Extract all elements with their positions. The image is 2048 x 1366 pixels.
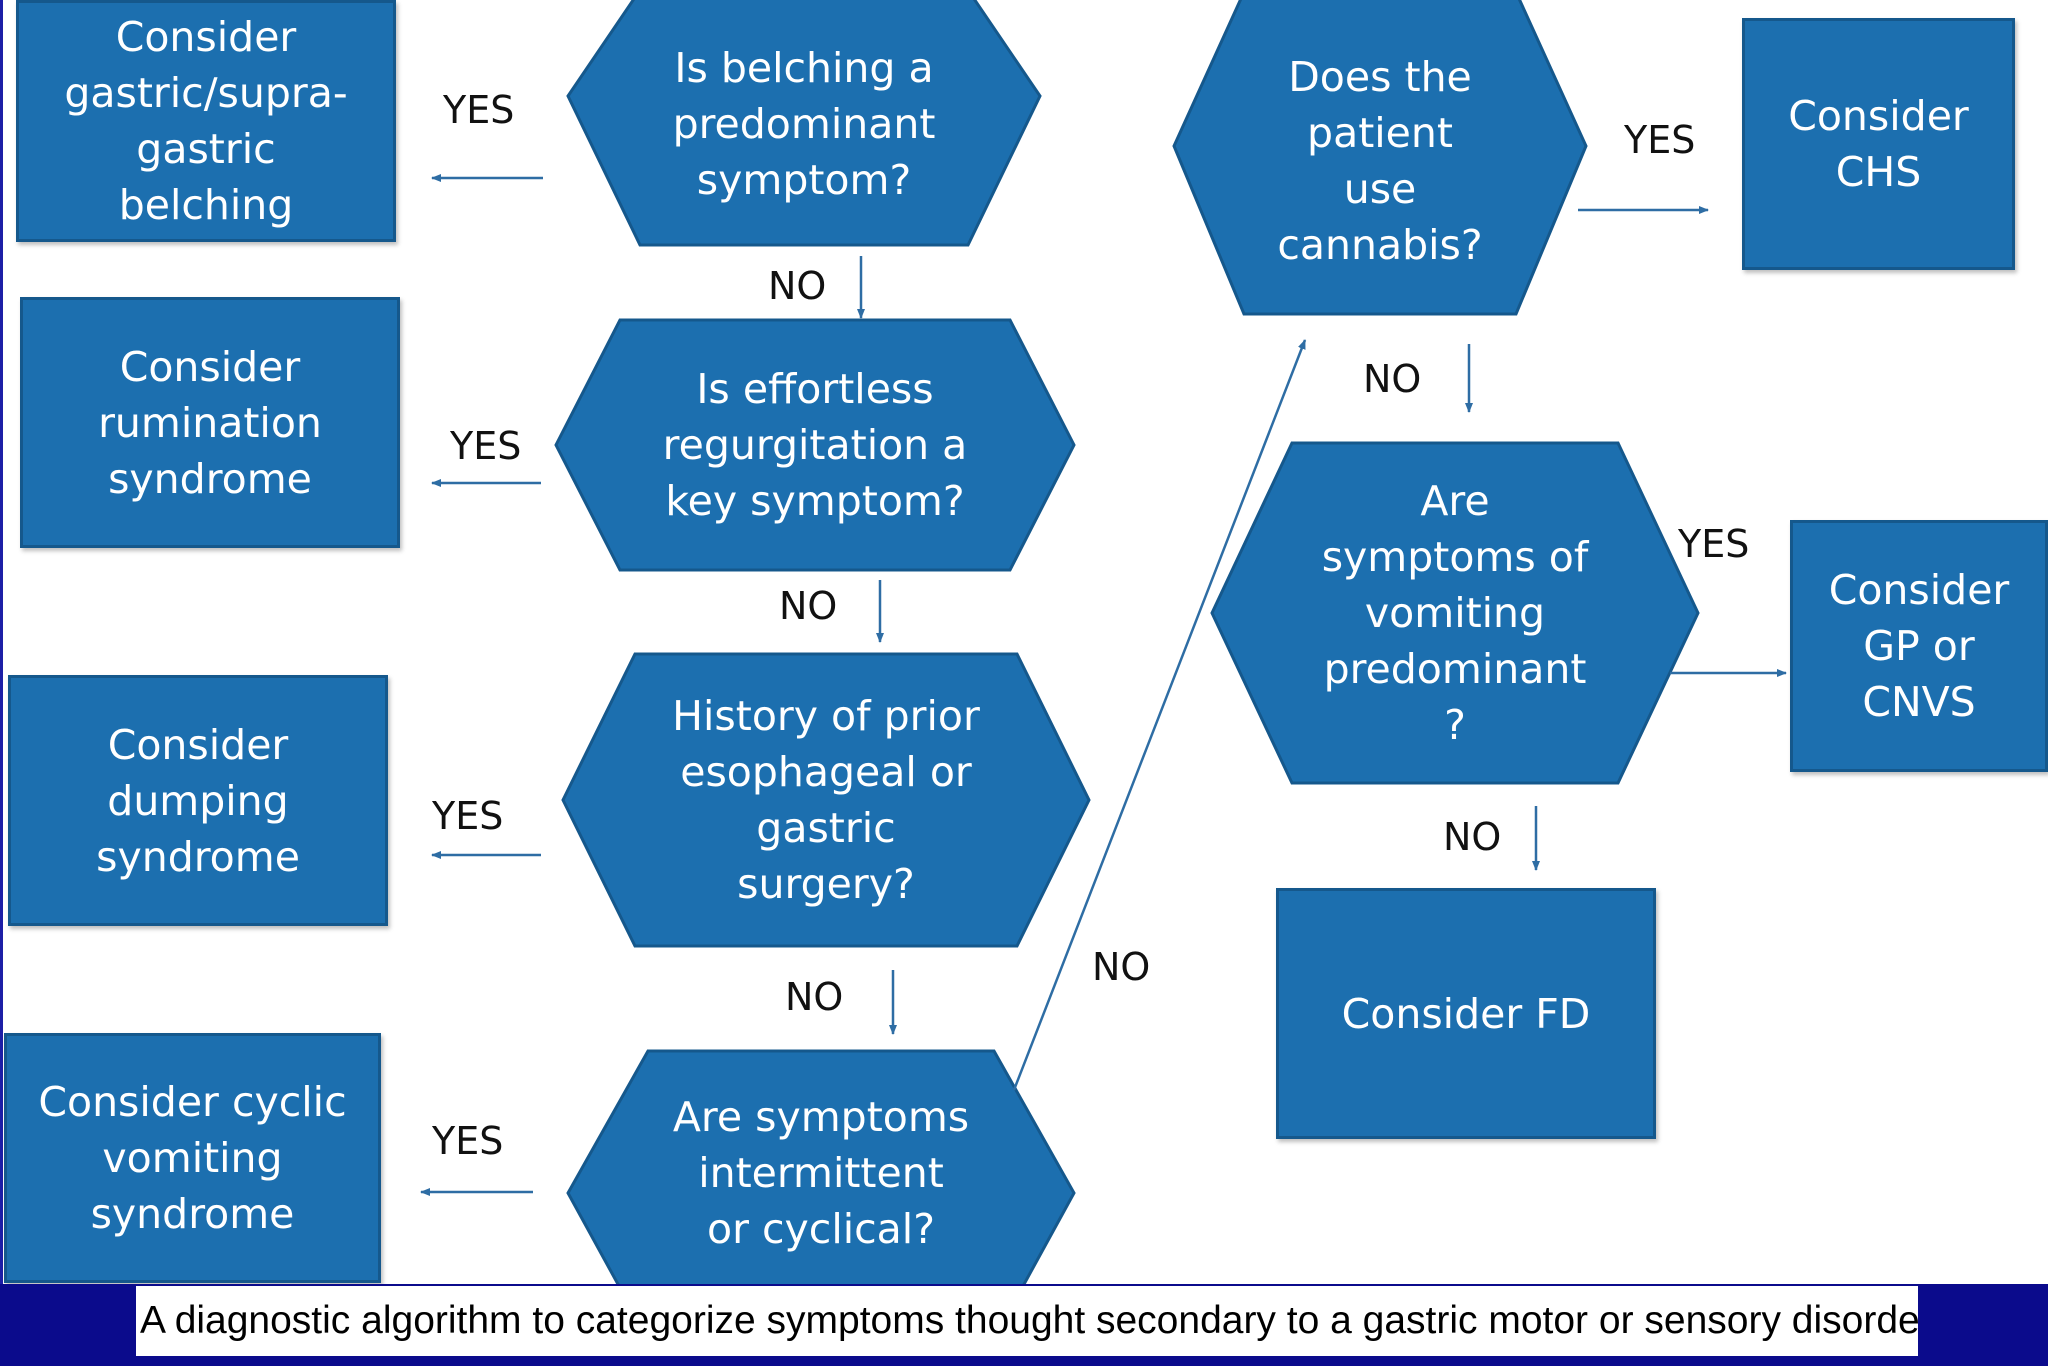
decision-surgery: History of prior esophageal or gastric s… <box>561 652 1091 948</box>
outcome-chs: Consider CHS <box>1742 18 2015 270</box>
decision-intermittent: Are symptoms intermittent or cyclical? <box>566 1049 1076 1341</box>
outcome-cyclic-vomiting: Consider cyclic vomiting syndrome <box>4 1033 381 1283</box>
hexagon-shape <box>1172 0 1588 316</box>
hexagon-shape <box>554 318 1076 572</box>
label-yes-belching: YES <box>443 88 515 132</box>
hexagon-shape <box>561 652 1091 948</box>
decision-cannabis: Does the patient use cannabis? <box>1172 0 1588 316</box>
label-no-cannabis: NO <box>1363 357 1422 401</box>
label-yes-gp-cnvs: YES <box>1678 522 1750 566</box>
decision-cannabis-text: Does the patient use cannabis? <box>1277 53 1483 269</box>
label-no-3: NO <box>785 975 844 1019</box>
left-border <box>0 0 3 1290</box>
decision-surgery-text: History of prior esophageal or gastric s… <box>672 692 980 908</box>
decision-regurgitation-text: Is effortless regurgitation a key sympto… <box>662 365 968 525</box>
outcome-gp-cnvs: Consider GP or CNVS <box>1790 520 2048 772</box>
label-yes-cyclic: YES <box>432 1119 504 1163</box>
decision-vomiting-text: Are symptoms of vomiting predominant ? <box>1321 477 1589 749</box>
label-no-2: NO <box>779 584 838 628</box>
arrow-no-intermittent-to-cannabis <box>1012 339 1307 1091</box>
outcome-belching: Consider gastric/supra- gastric belching <box>16 0 396 242</box>
hexagon-shape <box>566 0 1042 247</box>
label-yes-chs: YES <box>1624 118 1696 162</box>
label-no-intermittent: NO <box>1092 945 1151 989</box>
hexagon-shape <box>1210 441 1700 785</box>
label-yes-dumping: YES <box>432 794 504 838</box>
outcome-fd: Consider FD <box>1276 888 1656 1139</box>
label-no-1: NO <box>768 264 827 308</box>
label-yes-rumination: YES <box>450 424 522 468</box>
outcome-dumping: Consider dumping syndrome <box>8 675 388 926</box>
decision-vomiting: Are symptoms of vomiting predominant ? <box>1210 441 1700 785</box>
outcome-rumination: Consider rumination syndrome <box>20 297 400 548</box>
decision-belching-text: Is belching a predominant symptom? <box>672 43 936 204</box>
label-no-fd: NO <box>1443 815 1502 859</box>
decision-intermittent-text: Are symptoms intermittent or cyclical? <box>672 1093 970 1253</box>
decision-regurgitation: Is effortless regurgitation a key sympto… <box>554 318 1076 572</box>
decision-belching: Is belching a predominant symptom? <box>566 0 1042 247</box>
figure-caption: A diagnostic algorithm to categorize sym… <box>136 1286 1918 1356</box>
